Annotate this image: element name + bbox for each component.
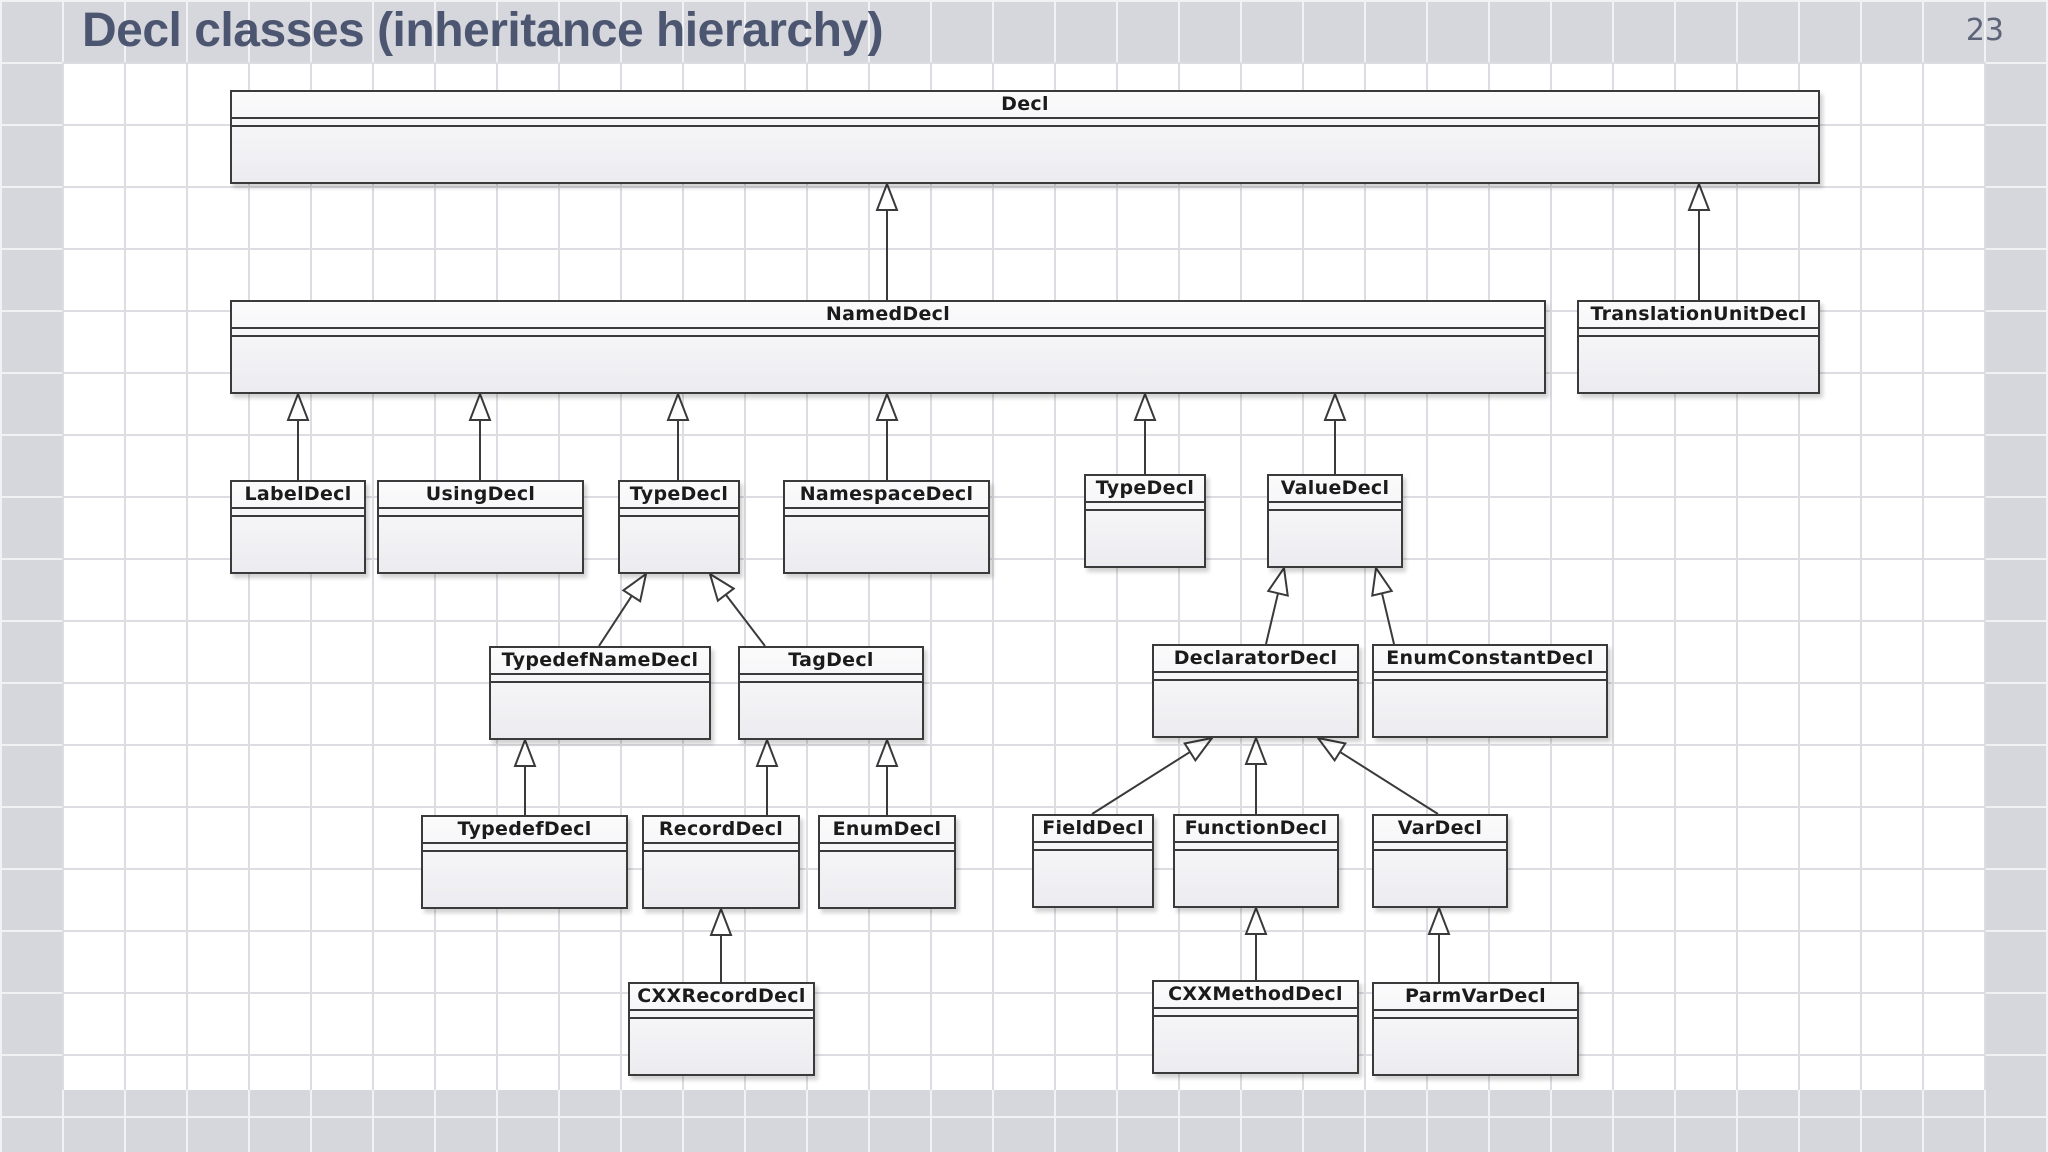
class-cxx-record-decl: CXXRecordDecl <box>628 982 815 1076</box>
inheritance-arrow-typedef-decl <box>513 737 537 815</box>
hollow-triangle-arrowhead <box>1687 181 1711 211</box>
class-translation-unit-decl: TranslationUnitDecl <box>1577 300 1820 394</box>
class-function-decl: FunctionDecl <box>1173 814 1339 908</box>
inheritance-arrow-named-decl <box>875 181 899 300</box>
inheritance-arrow-typedef-name-decl <box>598 571 648 647</box>
diagram-canvas: Decl NamedDecl TranslationUnitDecl Label… <box>62 62 1986 1090</box>
slide-title: Decl classes (inheritance hierarchy) <box>82 4 884 57</box>
inheritance-arrow-using-decl <box>468 391 492 480</box>
hollow-triangle-arrowhead <box>1427 905 1451 935</box>
class-name: TypeDecl <box>620 482 738 509</box>
hollow-triangle-arrowhead <box>286 391 310 421</box>
hollow-triangle-arrowhead <box>875 181 899 211</box>
inheritance-arrow-record-decl <box>755 737 779 815</box>
inheritance-arrow-enum-decl <box>875 737 899 815</box>
inheritance-arrow-declarator-decl <box>1265 565 1289 645</box>
class-record-decl: RecordDecl <box>642 815 800 909</box>
class-type-decl-2: TypeDecl <box>1084 474 1206 568</box>
class-name: FunctionDecl <box>1175 816 1337 843</box>
class-named-decl: NamedDecl <box>230 300 1546 394</box>
arrow-line <box>1339 751 1439 815</box>
inheritance-arrow-enum-constant-decl <box>1371 565 1395 645</box>
class-enum-constant-decl: EnumConstantDecl <box>1372 644 1608 738</box>
hollow-triangle-arrowhead <box>666 391 690 421</box>
hollow-triangle-arrowhead <box>875 737 899 767</box>
class-tag-decl: TagDecl <box>738 646 924 740</box>
class-name: CXXMethodDecl <box>1154 982 1357 1009</box>
hollow-triangle-arrowhead <box>1323 391 1347 421</box>
class-parm-var-decl: ParmVarDecl <box>1372 982 1579 1076</box>
class-label-decl: LabelDecl <box>230 480 366 574</box>
class-name: TypeDecl <box>1086 476 1204 503</box>
class-name: ValueDecl <box>1269 476 1401 503</box>
hollow-triangle-arrowhead <box>1315 736 1347 763</box>
class-name: DeclaratorDecl <box>1154 646 1357 673</box>
hollow-triangle-arrowhead <box>468 391 492 421</box>
arrow-line <box>598 595 633 647</box>
class-decl: Decl <box>230 90 1820 184</box>
class-name: RecordDecl <box>644 817 798 844</box>
hollow-triangle-arrowhead <box>875 391 899 421</box>
class-field-decl: FieldDecl <box>1032 814 1154 908</box>
hollow-triangle-arrowhead <box>1371 565 1394 597</box>
arrow-line <box>1265 593 1279 645</box>
hollow-triangle-arrowhead <box>1244 735 1268 765</box>
class-name: NamedDecl <box>232 302 1544 329</box>
inheritance-arrow-translation-unit-decl <box>1687 181 1711 300</box>
inheritance-arrow-cxx-record-decl <box>709 906 733 982</box>
class-cxx-method-decl: CXXMethodDecl <box>1152 980 1359 1074</box>
class-var-decl: VarDecl <box>1372 814 1508 908</box>
class-namespace-decl: NamespaceDecl <box>783 480 990 574</box>
arrow-line <box>1381 593 1395 645</box>
class-name: FieldDecl <box>1034 816 1152 843</box>
class-name: TagDecl <box>740 648 922 675</box>
arrow-line <box>1091 751 1191 815</box>
class-using-decl: UsingDecl <box>377 480 584 574</box>
hollow-triangle-arrowhead <box>708 571 736 603</box>
class-name: EnumDecl <box>820 817 954 844</box>
inheritance-arrow-cxx-method-decl <box>1244 905 1268 980</box>
class-name: TranslationUnitDecl <box>1579 302 1818 329</box>
inheritance-arrow-field-decl <box>1091 736 1215 815</box>
hollow-triangle-arrowhead <box>621 571 648 603</box>
inheritance-arrow-value-decl <box>1323 391 1347 474</box>
class-name: LabelDecl <box>232 482 364 509</box>
class-declarator-decl: DeclaratorDecl <box>1152 644 1359 738</box>
class-value-decl: ValueDecl <box>1267 474 1403 568</box>
inheritance-arrow-tag-decl <box>708 571 766 647</box>
class-typedef-name-decl: TypedefNameDecl <box>489 646 711 740</box>
class-name: TypedefDecl <box>423 817 626 844</box>
class-enum-decl: EnumDecl <box>818 815 956 909</box>
hollow-triangle-arrowhead <box>1183 736 1215 763</box>
class-name: ParmVarDecl <box>1374 984 1577 1011</box>
slide-number: 23 <box>1965 13 2004 48</box>
hollow-triangle-arrowhead <box>1266 565 1289 597</box>
class-name: EnumConstantDecl <box>1374 646 1606 673</box>
class-name: CXXRecordDecl <box>630 984 813 1011</box>
class-name: UsingDecl <box>379 482 582 509</box>
inheritance-arrow-function-decl <box>1244 735 1268 814</box>
class-name: NamespaceDecl <box>785 482 988 509</box>
inheritance-arrow-parm-var-decl <box>1427 905 1451 982</box>
hollow-triangle-arrowhead <box>513 737 537 767</box>
inheritance-arrow-var-decl <box>1315 736 1439 815</box>
inheritance-arrows <box>286 181 1711 982</box>
class-name: VarDecl <box>1374 816 1506 843</box>
class-typedef-decl: TypedefDecl <box>421 815 628 909</box>
class-type-decl: TypeDecl <box>618 480 740 574</box>
inheritance-arrow-label-decl <box>286 391 310 480</box>
class-name: TypedefNameDecl <box>491 648 709 675</box>
inheritance-arrow-namespace-decl <box>875 391 899 480</box>
hollow-triangle-arrowhead <box>755 737 779 767</box>
inheritance-arrow-type-decl-b <box>1133 391 1157 474</box>
arrow-line <box>724 594 766 647</box>
inheritance-arrow-type-decl-a <box>666 391 690 480</box>
class-name: Decl <box>232 92 1818 119</box>
hollow-triangle-arrowhead <box>1133 391 1157 421</box>
hollow-triangle-arrowhead <box>1244 905 1268 935</box>
hollow-triangle-arrowhead <box>709 906 733 936</box>
